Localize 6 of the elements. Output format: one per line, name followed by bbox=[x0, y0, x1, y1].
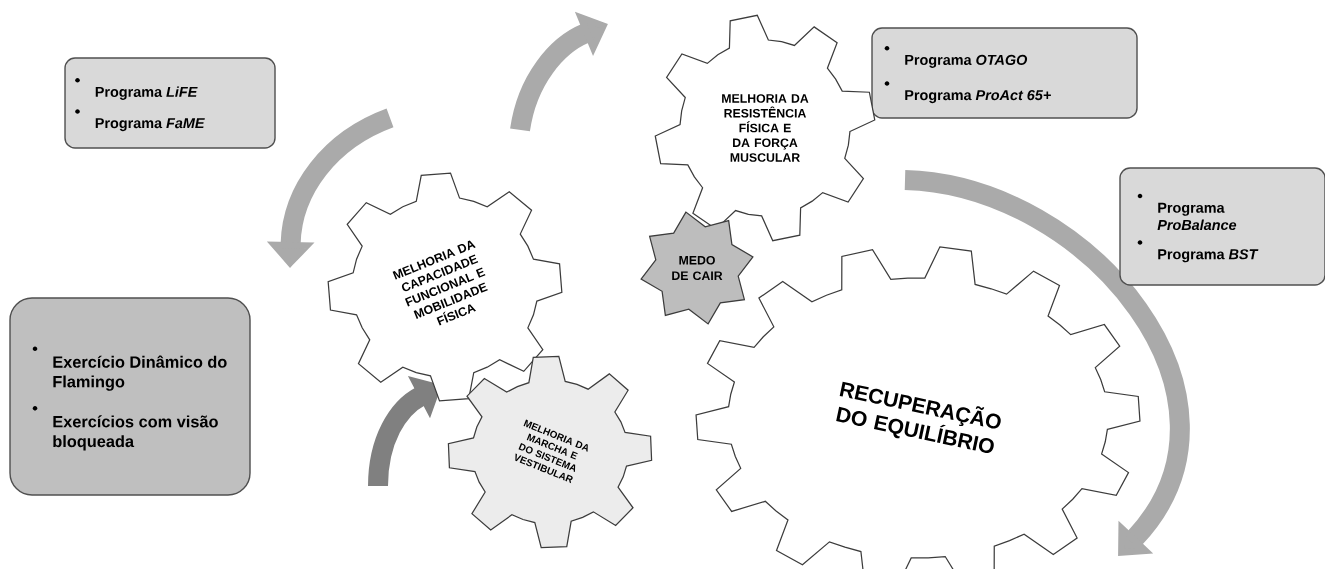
program-box: Programa LiFE Programa FaME bbox=[64, 57, 276, 149]
program-box: Exercício Dinâmico do Flamingo Exercícios com visão bloqueada bbox=[9, 297, 251, 496]
star: MEDO DE CAIR bbox=[640, 211, 754, 325]
program-box: Programa ProBalance Programa BST bbox=[1119, 167, 1325, 286]
gear: MELHORIA DA RESISTÊNCIA FÍSICA E DA FORÇA MUSCULAR bbox=[654, 14, 876, 242]
program-box: Programa OTAGO Programa ProAct 65+ bbox=[871, 27, 1138, 119]
